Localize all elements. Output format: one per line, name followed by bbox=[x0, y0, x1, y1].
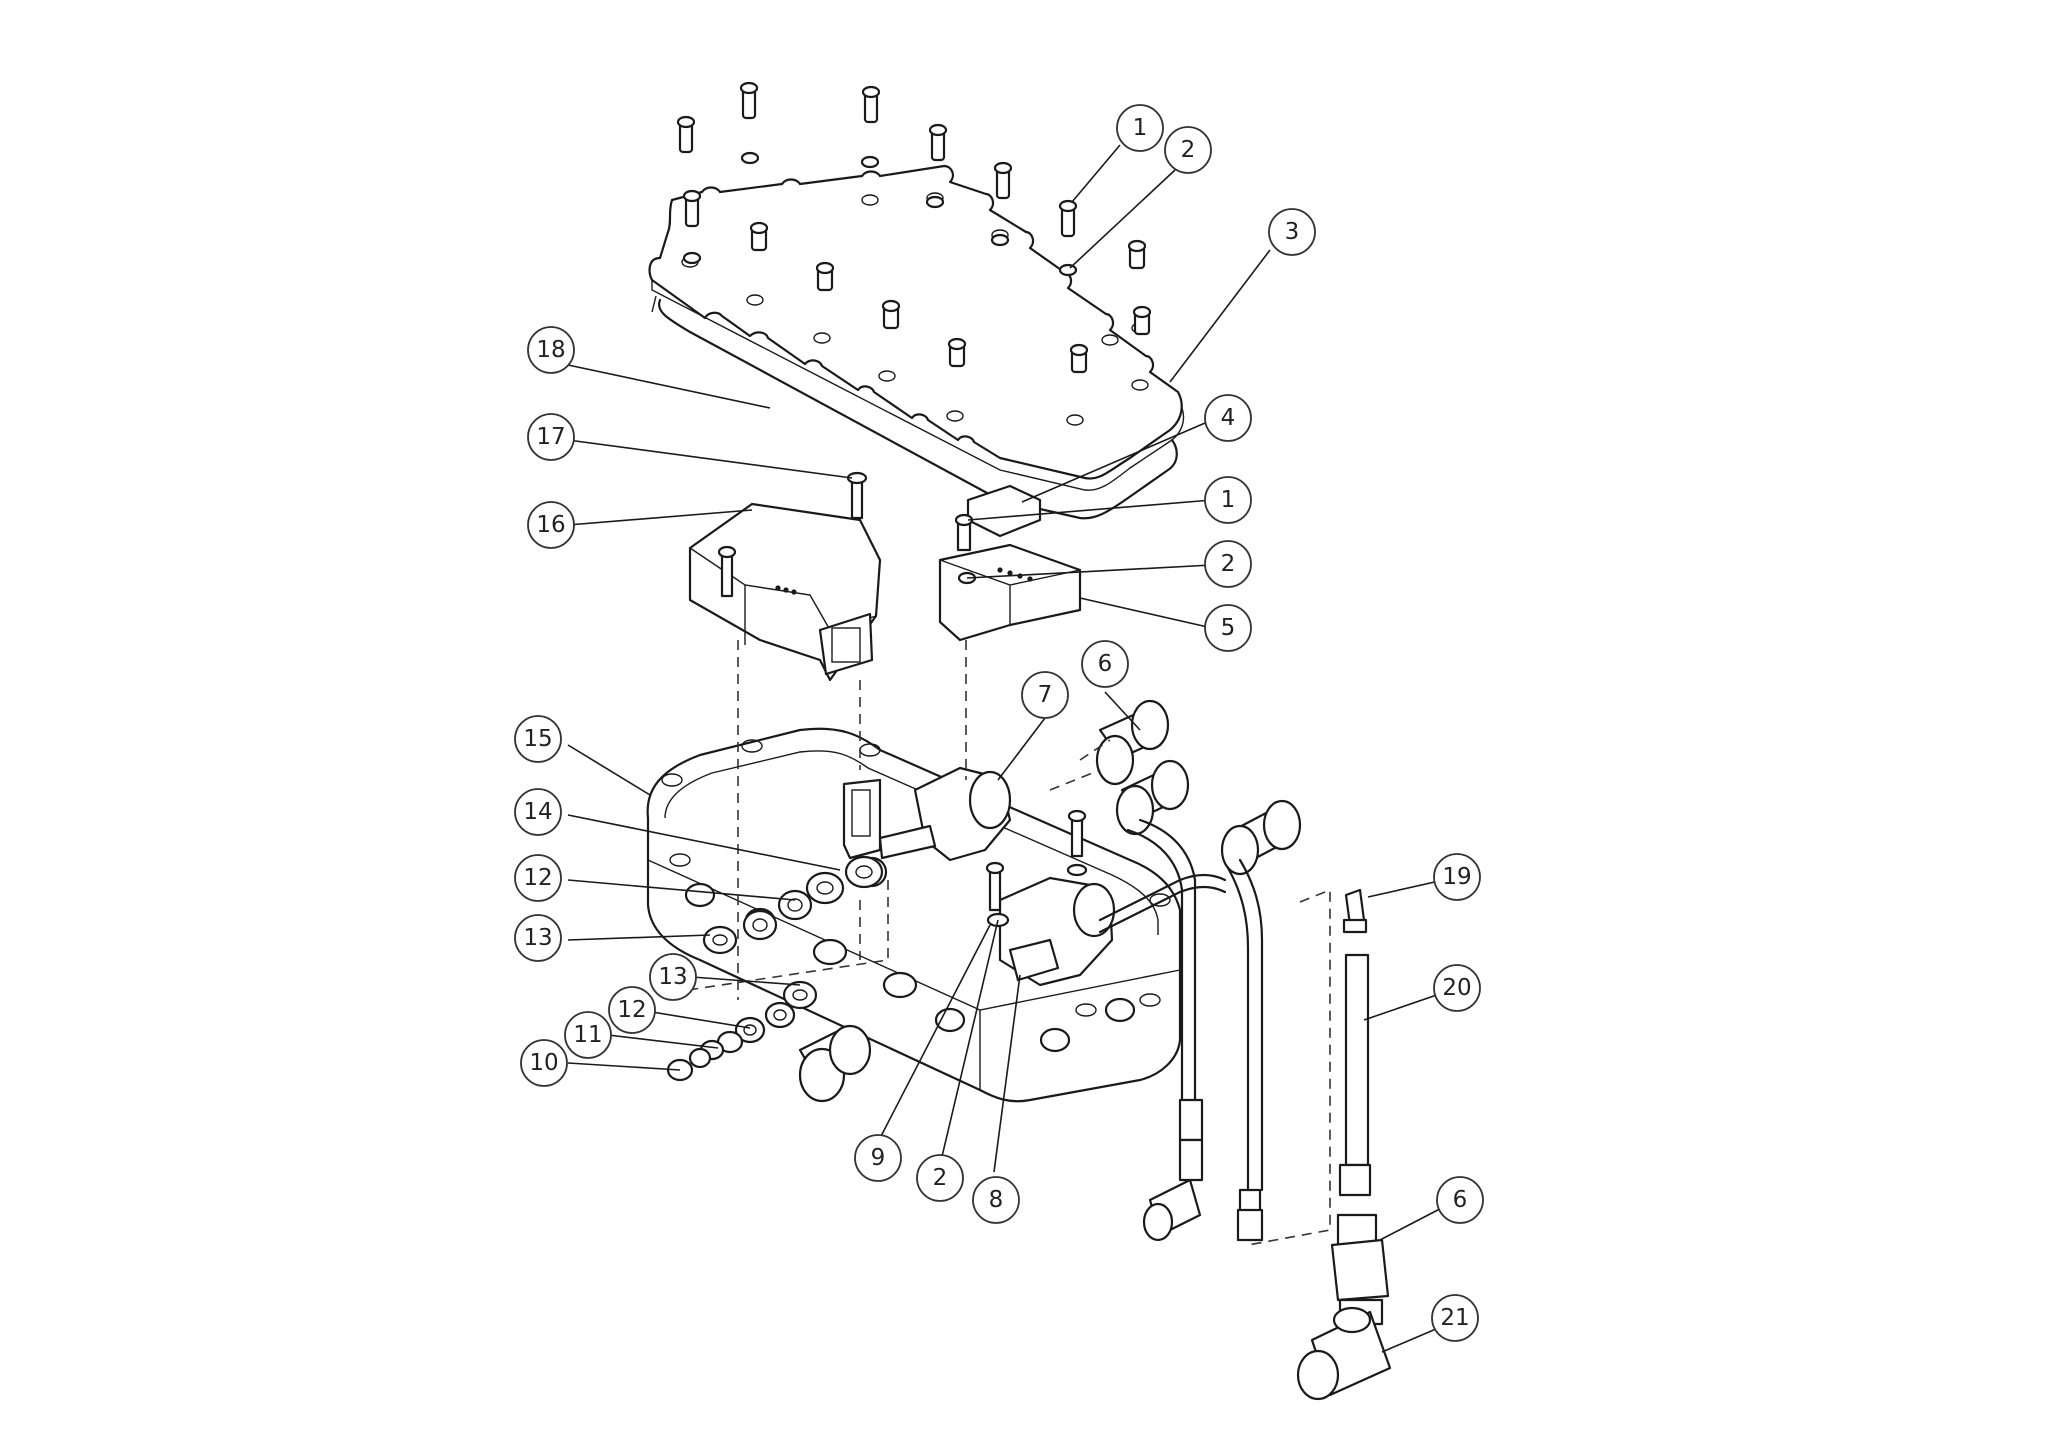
svg-text:10: 10 bbox=[529, 1050, 558, 1076]
callout-19: 19 bbox=[1433, 853, 1481, 901]
callout-1-top: 1 bbox=[1116, 104, 1164, 152]
svg-text:6: 6 bbox=[1098, 651, 1113, 677]
callout-11: 11 bbox=[564, 1011, 612, 1059]
svg-text:2: 2 bbox=[1221, 551, 1236, 577]
fastener-stack bbox=[666, 855, 884, 1103]
svg-text:12: 12 bbox=[617, 997, 646, 1023]
svg-text:20: 20 bbox=[1442, 975, 1471, 1001]
svg-text:19: 19 bbox=[1442, 864, 1471, 890]
callout-2-mid: 2 bbox=[1204, 540, 1252, 588]
svg-text:2: 2 bbox=[933, 1165, 948, 1191]
callout-10: 10 bbox=[520, 1039, 568, 1087]
callout-1-mid: 1 bbox=[1204, 476, 1252, 524]
svg-text:11: 11 bbox=[573, 1022, 602, 1048]
svg-text:1: 1 bbox=[1133, 115, 1148, 141]
svg-text:1: 1 bbox=[1221, 487, 1236, 513]
svg-text:6: 6 bbox=[1453, 1187, 1468, 1213]
svg-text:14: 14 bbox=[523, 799, 552, 825]
callout-21: 21 bbox=[1431, 1294, 1479, 1342]
callout-4: 4 bbox=[1204, 394, 1252, 442]
svg-text:15: 15 bbox=[523, 726, 552, 752]
callout-13-upper: 13 bbox=[514, 914, 562, 962]
internal-connector bbox=[842, 778, 882, 860]
callout-14: 14 bbox=[514, 788, 562, 836]
callout-6-lower: 6 bbox=[1436, 1176, 1484, 1224]
svg-text:18: 18 bbox=[536, 337, 565, 363]
cover-plate bbox=[648, 81, 1185, 520]
small-module bbox=[938, 543, 1082, 642]
callout-12-lower: 12 bbox=[608, 986, 656, 1034]
svg-text:4: 4 bbox=[1221, 405, 1236, 431]
svg-text:12: 12 bbox=[523, 865, 552, 891]
screw-17 bbox=[846, 471, 868, 520]
callout-13-lower: 13 bbox=[649, 953, 697, 1001]
ecu-module bbox=[688, 502, 882, 682]
callout-16: 16 bbox=[527, 501, 575, 549]
alignment-lines bbox=[687, 640, 1331, 1246]
svg-text:2: 2 bbox=[1181, 137, 1196, 163]
callout-8: 8 bbox=[972, 1176, 1020, 1224]
callout-2-lower: 2 bbox=[916, 1154, 964, 1202]
callout-17: 17 bbox=[527, 413, 575, 461]
callout-2-top: 2 bbox=[1164, 126, 1212, 174]
fitting-assembly bbox=[1296, 888, 1392, 1401]
svg-text:9: 9 bbox=[871, 1145, 886, 1171]
svg-text:13: 13 bbox=[523, 925, 552, 951]
leader-lines bbox=[567, 144, 1458, 1353]
callout-18: 18 bbox=[527, 326, 575, 374]
svg-text:21: 21 bbox=[1440, 1305, 1469, 1331]
svg-text:8: 8 bbox=[989, 1187, 1004, 1213]
callout-12-upper: 12 bbox=[514, 854, 562, 902]
callout-15: 15 bbox=[514, 715, 562, 763]
svg-text:5: 5 bbox=[1221, 615, 1236, 641]
callout-3: 3 bbox=[1268, 208, 1316, 256]
svg-text:17: 17 bbox=[536, 424, 565, 450]
screw-relay bbox=[1066, 809, 1088, 877]
svg-text:7: 7 bbox=[1038, 682, 1053, 708]
cable-glands bbox=[1095, 699, 1302, 876]
cables bbox=[1098, 818, 1264, 1242]
svg-text:16: 16 bbox=[536, 512, 565, 538]
svg-text:13: 13 bbox=[658, 964, 687, 990]
callout-9: 9 bbox=[854, 1134, 902, 1182]
callout-20: 20 bbox=[1433, 964, 1481, 1012]
svg-text:3: 3 bbox=[1285, 219, 1300, 245]
callout-7: 7 bbox=[1021, 671, 1069, 719]
callout-5: 5 bbox=[1204, 604, 1252, 652]
callout-6-top: 6 bbox=[1081, 640, 1129, 688]
